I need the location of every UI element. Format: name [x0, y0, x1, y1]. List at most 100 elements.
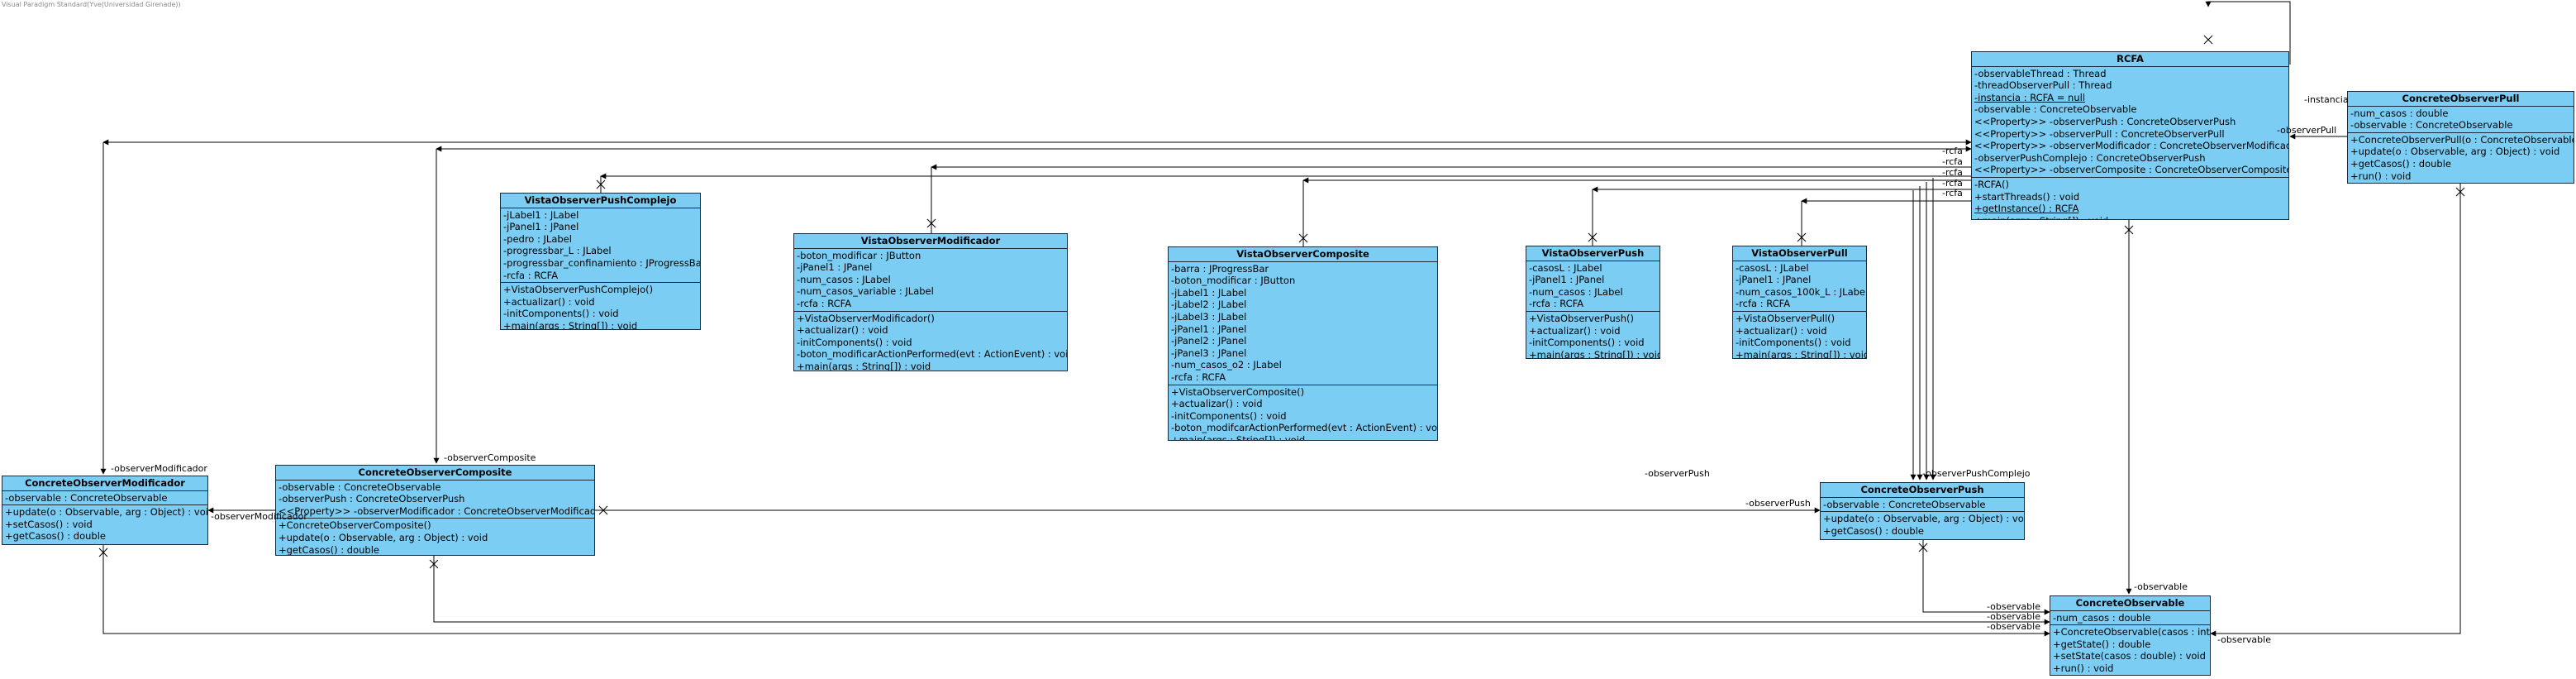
class-vista-observer-pull[interactable]: VistaObserverPull -casosL : JLabel-jPane… — [1732, 246, 1867, 359]
attribute: -observerPush : ConcreteObserverPush — [279, 493, 465, 505]
label-observer-modificador-1: -observerModificador — [111, 463, 207, 474]
navigability-cross — [2124, 225, 2134, 235]
attribute: -jLabel1 : JLabel — [1171, 286, 1247, 299]
attribute: -progressbar_confinamiento : JProgressBa… — [503, 256, 701, 269]
label-observer-composite: -observerComposite — [444, 452, 536, 463]
label-observer-push: -observerPush — [1745, 498, 1811, 509]
class-vista-observer-composite[interactable]: VistaObserverComposite -barra : JProgres… — [1168, 246, 1438, 441]
navigability-cross — [2455, 187, 2465, 197]
operation: +VistaObserverPush() — [1529, 312, 1635, 324]
association-line — [102, 545, 2050, 637]
attributes-section: -observable : ConcreteObservable — [2, 491, 207, 506]
label-observer-push-complejo: -observerPushComplejo — [1922, 468, 2031, 479]
attributes-section: -casosL : JLabel-jPanel1 : JPanel-num_ca… — [1526, 261, 1659, 312]
attribute: -num_casos : double — [2350, 107, 2449, 119]
class-concrete-observer-push[interactable]: ConcreteObserverPush -observable : Concr… — [1820, 482, 2025, 540]
class-vista-observer-push-complejo[interactable]: VistaObserverPushComplejo -jLabel1 : JLa… — [500, 193, 701, 330]
attribute: -jPanel1 : JPanel — [1736, 274, 1812, 286]
attributes-section: -barra : JProgressBar-boton_modificar : … — [1169, 262, 1437, 385]
attribute: -boton_modificar : JButton — [1171, 275, 1296, 287]
attribute: -jPanel1 : JPanel — [1171, 323, 1247, 335]
attribute: -num_casos : double — [2053, 611, 2151, 624]
attributes-section: -casosL : JLabel-jPanel1 : JPanel-num_ca… — [1733, 261, 1866, 312]
attribute: -casosL : JLabel — [1736, 261, 1809, 274]
attribute: -observable : ConcreteObservable — [1974, 103, 2137, 116]
operation: +getCasos() : double — [279, 543, 379, 556]
attributes-section: -num_casos : double — [2050, 611, 2210, 626]
attribute: <<Property>> -observerComposite : Concre… — [1974, 164, 2289, 176]
operations-section: +ConcreteObserverPull(o : ConcreteObserv… — [2348, 133, 2574, 183]
label-instancia: -instancia — [2304, 94, 2349, 105]
label-rcfa-3: -rcfa — [1942, 167, 1963, 178]
association-line — [433, 556, 2050, 625]
operation: +update(o : Observable, arg : Object) : … — [2350, 146, 2560, 158]
navigability-cross — [98, 548, 108, 557]
attributes-section: -observableThread : Thread-threadObserve… — [1972, 67, 2288, 178]
label-rcfa-4: -rcfa — [1942, 178, 1963, 189]
operation: +ConcreteObserverPull(o : ConcreteObserv… — [2350, 133, 2574, 146]
label-observable-2: -observable — [1987, 601, 2040, 612]
label-observable-5: -observable — [2217, 634, 2271, 645]
operation: +update(o : Observable, arg : Object) : … — [279, 531, 488, 543]
class-name: VistaObserverPush — [1526, 246, 1659, 261]
class-name: ConcreteObservable — [2050, 596, 2210, 611]
navigability-cross — [596, 179, 606, 189]
operation: -initComponents() : void — [1736, 337, 1851, 349]
class-rcfa[interactable]: RCFA -observableThread : Thread-threadOb… — [1971, 51, 2289, 220]
operation: +main(args : String[]) : void — [797, 360, 931, 371]
navigability-cross — [2203, 35, 2213, 45]
class-name: VistaObserverComposite — [1169, 247, 1437, 262]
label-rcfa-2: -rcfa — [1942, 156, 1963, 167]
operation: +run() : void — [2053, 662, 2114, 674]
class-vista-observer-push[interactable]: VistaObserverPush -casosL : JLabel-jPane… — [1526, 246, 1660, 359]
operations-section: +VistaObserverModificador()+actualizar()… — [794, 312, 1067, 371]
label-observable-3: -observable — [1987, 611, 2040, 622]
class-concrete-observable[interactable]: ConcreteObservable -num_casos : double +… — [2050, 595, 2211, 676]
operation: +VistaObserverModificador() — [797, 312, 935, 324]
association-line — [2205, 1, 2291, 65]
navigability-cross — [1588, 232, 1598, 242]
label-rcfa-1: -rcfa — [1942, 146, 1963, 156]
attribute: -jPanel1 : JPanel — [1529, 274, 1605, 286]
attribute: -observable : ConcreteObservable — [2350, 119, 2513, 131]
operation: +VistaObserverPushComplejo() — [503, 284, 654, 296]
operation: -initComponents() : void — [1529, 337, 1645, 349]
operation: +actualizar() : void — [503, 295, 595, 308]
operation: +actualizar() : void — [1529, 324, 1621, 337]
class-concrete-observer-pull[interactable]: ConcreteObserverPull -num_casos : double… — [2347, 91, 2574, 184]
label-observable-1: -observable — [2134, 581, 2188, 592]
attributes-section: -observable : ConcreteObservable-observe… — [276, 481, 594, 519]
class-concrete-observer-composite[interactable]: ConcreteObserverComposite -observable : … — [275, 465, 595, 556]
operation: +update(o : Observable, arg : Object) : … — [1823, 513, 2025, 525]
class-name: VistaObserverModificador — [794, 234, 1067, 249]
class-name: VistaObserverPushComplejo — [501, 194, 700, 208]
operation: +ConcreteObservable(casos : int) — [2053, 626, 2211, 638]
operation: +getCasos() : double — [2350, 157, 2451, 170]
operation: +setCasos() : void — [5, 518, 93, 530]
attribute: -threadObserverPull : Thread — [1974, 79, 2112, 92]
attribute: -num_casos_100k_L : JLabel — [1736, 285, 1867, 298]
operations-section: -RCFA()+startThreads() : void+getInstanc… — [1972, 178, 2288, 219]
class-concrete-observer-modificador[interactable]: ConcreteObserverModificador -observable … — [2, 476, 208, 545]
label-observer-modificador-2: -observerModificador — [211, 511, 307, 522]
operations-section: +VistaObserverPush()+actualizar() : void… — [1526, 312, 1659, 358]
operation: +main(args : String[]) : void — [1736, 348, 1867, 359]
attribute: -observable : ConcreteObservable — [5, 491, 168, 504]
class-name: ConcreteObserverPush — [1821, 483, 2024, 498]
operation: -initComponents() : void — [797, 336, 912, 348]
attribute: -rcfa : RCFA — [1171, 371, 1226, 383]
attribute: <<Property>> -observerModificador : Conc… — [279, 504, 595, 517]
operation: +setState(casos : double) : void — [2053, 650, 2206, 662]
operations-section: +ConcreteObserverComposite()+update(o : … — [276, 519, 594, 556]
attribute: -observable : ConcreteObservable — [1823, 498, 1986, 510]
operations-section: +VistaObserverComposite()+actualizar() :… — [1169, 385, 1437, 440]
class-name: ConcreteObserverPull — [2348, 92, 2574, 107]
attribute: <<Property>> -observerPull : ConcreteObs… — [1974, 127, 2225, 140]
label-observable-4: -observable — [1987, 621, 2040, 632]
operation: +actualizar() : void — [1171, 398, 1263, 410]
class-vista-observer-modificador[interactable]: VistaObserverModificador -boton_modifica… — [793, 233, 1068, 371]
class-name: VistaObserverPull — [1733, 246, 1866, 261]
operation: +startThreads() : void — [1974, 190, 2080, 203]
operation: +getCasos() : double — [1823, 524, 1924, 537]
